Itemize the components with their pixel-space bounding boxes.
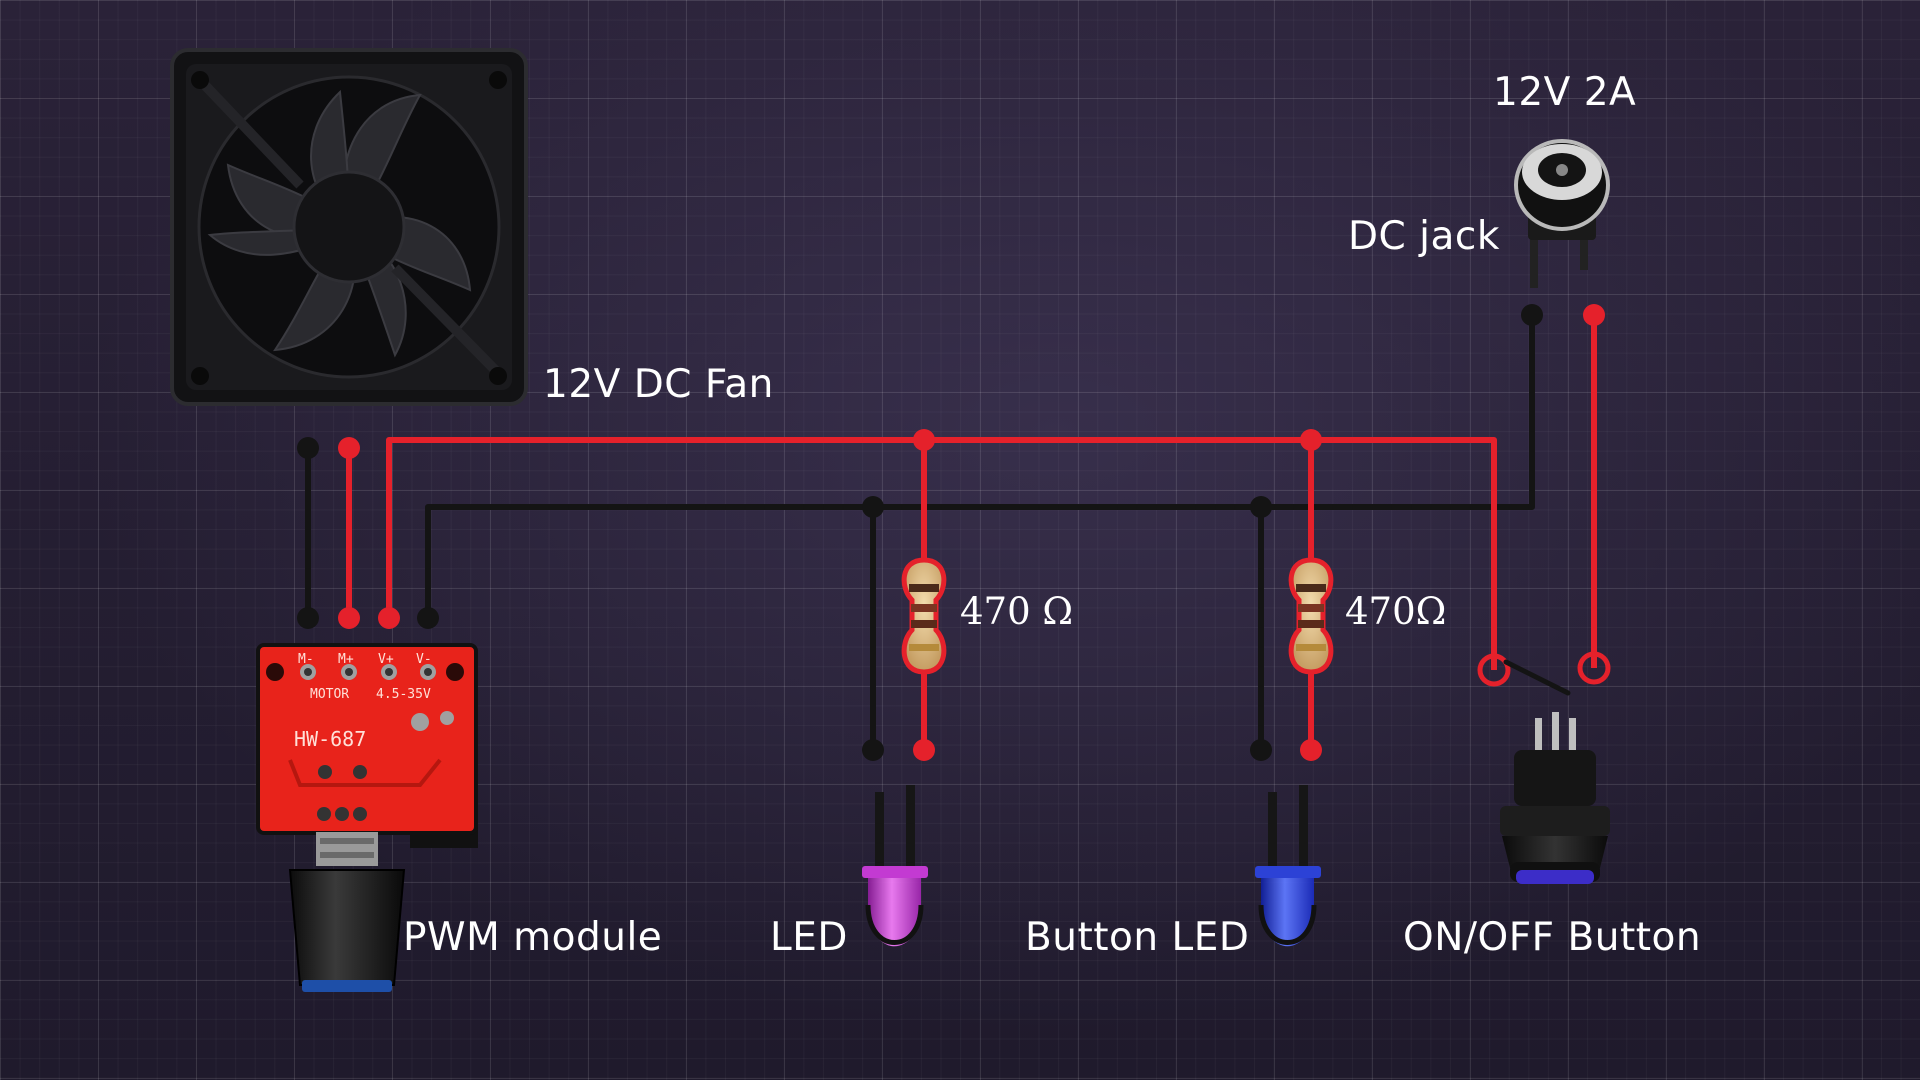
resistor-value-label: 470Ω — [1345, 590, 1447, 633]
pcb-model-label: HW-687 — [294, 727, 366, 751]
button-led-label: Button LED — [1025, 915, 1250, 960]
negative-wires — [305, 315, 1535, 750]
dc-jack-icon — [1514, 139, 1610, 288]
on-off-button-label: ON/OFF Button — [1403, 915, 1702, 960]
positive-wires — [346, 315, 1597, 750]
pcb-pin-label: M- — [298, 652, 314, 667]
led-icon — [1255, 785, 1321, 947]
led-label: LED — [770, 915, 848, 960]
pwm-module-icon: M- M+ V+ V- MOTOR 4.5-35V HW-687 — [256, 643, 478, 992]
pcb-voltage-label: 4.5-35V — [376, 687, 431, 702]
switch-symbol-icon — [1477, 651, 1611, 696]
wire-junctions — [297, 304, 1605, 761]
pcb-pin-label: M+ — [338, 652, 354, 667]
push-button-icon — [1500, 712, 1610, 884]
resistor-icon — [901, 557, 947, 675]
fan-icon — [170, 48, 528, 406]
pcb-motor-label: MOTOR — [310, 687, 349, 702]
pcb-pin-label: V+ — [378, 652, 394, 667]
pwm-module-label: PWM module — [403, 915, 663, 960]
resistor-value-label: 470 Ω — [960, 590, 1074, 633]
pcb-pin-label: V- — [416, 652, 432, 667]
led-icon — [862, 785, 928, 947]
power-rating-label: 12V 2A — [1493, 70, 1637, 115]
fan-label: 12V DC Fan — [543, 362, 774, 407]
resistor-icon — [1288, 557, 1334, 675]
dc-jack-label: DC jack — [1348, 214, 1500, 259]
